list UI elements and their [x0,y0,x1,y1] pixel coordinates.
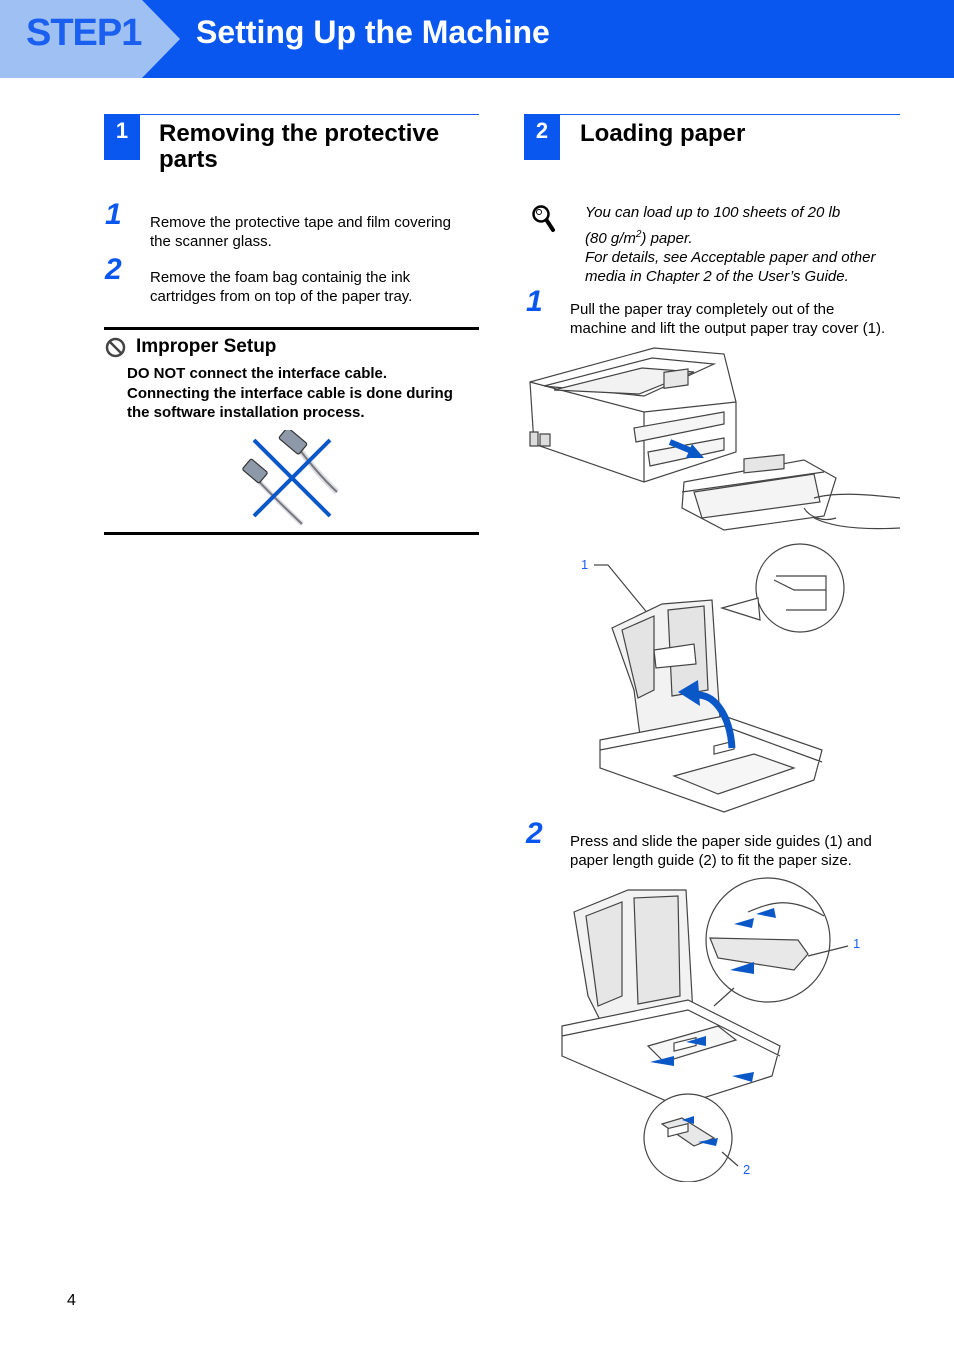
step-tab [0,0,180,78]
section2-step1-line2: machine and lift the output paper tray c… [570,320,886,337]
crossed-cable-illustration [242,430,340,526]
note-line2-post: ) paper. [641,230,693,247]
fig2-callout-1: 1 [581,557,589,572]
prohibited-icon [105,337,126,358]
section2-number-box: 2 [524,114,560,160]
page-number: 4 [67,1292,76,1309]
section2-step1-line1: Pull the paper tray completely out of th… [570,301,835,318]
warning-top-rule [104,327,479,330]
section1-step1-line1: Remove the protective tape and film cove… [150,214,451,231]
section1-step1-line2: the scanner glass. [150,233,272,250]
section1-step1-text: Remove the protective tape and film cove… [150,213,451,251]
note-line4: media in Chapter 2 of the User’s Guide. [585,268,849,285]
note-line3: For details, see Acceptable paper and ot… [585,249,876,266]
warning-bottom-rule [104,532,479,535]
note-line2-pre: (80 g/m [585,230,636,247]
tray-cover-lift-illustration [594,543,845,813]
warning-body: DO NOT connect the interface cable. Conn… [127,364,487,423]
section2-rule [524,114,900,115]
note-line2: (80 g/m2) paper. [585,225,905,248]
warning-line3: the software installation process. [127,404,365,421]
note-text: You can load up to 100 sheets of 20 lb (… [585,203,905,286]
section1-step2-text: Remove the foam bag containig the ink ca… [150,268,412,306]
section1-rule [104,114,479,115]
note-line1: You can load up to 100 sheets of 20 lb [585,204,841,221]
warning-title: Improper Setup [136,336,277,357]
fig3-callout-2: 2 [743,1162,751,1177]
section2-step2-text: Press and slide the paper side guides (1… [570,832,872,870]
section2-step2-number: 2 [526,817,543,850]
section1-title: Removing the protective parts [159,121,439,173]
section2-step2-line1: Press and slide the paper side guides (1… [570,833,872,850]
warning-line2: Connecting the interface cable is done d… [127,384,453,402]
section2-step1-text: Pull the paper tray completely out of th… [570,300,885,338]
warning-line1: DO NOT connect the interface cable. [127,365,388,382]
printer-tray-pull-illustration [529,347,901,531]
section1-step2-line1: Remove the foam bag containig the ink [150,269,411,286]
section1-number: 1 [115,118,129,143]
section2-title: Loading paper [580,120,746,147]
section2-number: 2 [535,118,549,143]
section1-title-line2: parts [159,146,218,173]
note-line2-sup: 2 [635,229,642,240]
section1-number-box: 1 [104,114,140,160]
fig3-callout-1: 1 [853,936,861,951]
paper-guides-illustration [561,877,849,1182]
section1-title-line1: Removing the protective [159,120,440,147]
step-label: STEP1 [26,12,142,54]
section1-step2-number: 2 [105,253,122,286]
page-title: Setting Up the Machine [196,14,550,50]
section2-step1-number: 1 [526,285,543,318]
section1-step2-line2: cartridges from on top of the paper tray… [150,288,413,305]
section2-step2-line2: paper length guide (2) to fit the paper … [570,852,852,869]
magnifier-icon [532,205,555,232]
section1-step1-number: 1 [105,198,122,231]
